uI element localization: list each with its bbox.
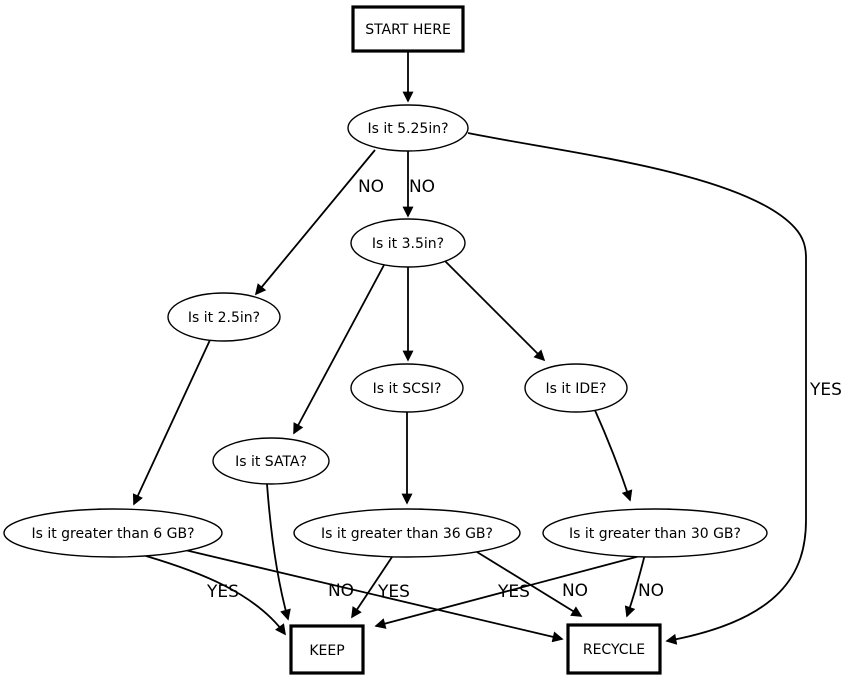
edge-35in-to-sata — [293, 264, 385, 435]
edge-25in-to-6gb — [132, 339, 211, 506]
edge-ide-to-30gb — [593, 407, 633, 502]
edge-36gb-to-recycle — [476, 551, 583, 617]
edge-label-yes-525in-recycle: YES — [809, 380, 842, 400]
edge-35in-to-ide — [443, 259, 546, 362]
edge-label-no-to-25in: NO — [358, 177, 384, 197]
node-gt-36gb-label: Is it greater than 36 GB? — [321, 526, 493, 542]
node-keep: KEEP — [289, 624, 365, 675]
edge-6gb-to-keep — [145, 555, 286, 636]
edge-label-yes-6gb-keep: YES — [206, 582, 239, 602]
edge-label-no-36gb-recycle: NO — [562, 581, 588, 601]
node-gt-30gb: Is it greater than 30 GB? — [542, 508, 768, 558]
node-is-ide: Is it IDE? — [524, 363, 628, 413]
node-recycle-label: RECYCLE — [583, 642, 645, 658]
edge-label-no-6gb-recycle: NO — [328, 581, 354, 601]
edge-sata-to-keep — [266, 483, 291, 621]
edge-30gb-to-keep — [374, 555, 641, 629]
node-gt-36gb: Is it greater than 36 GB? — [293, 508, 521, 558]
node-is-sata: Is it SATA? — [212, 437, 330, 485]
edge-6gb-to-recycle — [184, 549, 564, 643]
node-is-525in-label: Is it 5.25in? — [367, 121, 448, 137]
node-gt-6gb: Is it greater than 6 GB? — [3, 508, 223, 558]
node-is-scsi-label: Is it SCSI? — [373, 381, 442, 397]
edge-525in-to-recycle — [467, 132, 807, 645]
edge-label-no-to-35in: NO — [409, 177, 435, 197]
node-gt-6gb-label: Is it greater than 6 GB? — [31, 526, 194, 542]
edge-label-no-30gb-recycle: NO — [638, 581, 664, 601]
node-is-25in-label: Is it 2.5in? — [188, 310, 260, 326]
edge-label-yes-36gb-keep: YES — [377, 582, 410, 602]
node-is-sata-label: Is it SATA? — [235, 454, 307, 470]
edge-525in-to-25in — [254, 149, 376, 296]
edge-36gb-to-keep — [351, 556, 393, 619]
node-gt-30gb-label: Is it greater than 30 GB? — [569, 526, 741, 542]
node-start: START HERE — [351, 5, 465, 53]
node-recycle: RECYCLE — [566, 623, 662, 675]
edge-label-yes-30gb-keep: YES — [497, 582, 530, 602]
node-is-525in: Is it 5.25in? — [347, 104, 469, 152]
node-is-ide-label: Is it IDE? — [546, 381, 607, 397]
node-is-35in-label: Is it 3.5in? — [372, 236, 444, 252]
node-is-scsi: Is it SCSI? — [350, 363, 464, 413]
node-start-label: START HERE — [365, 22, 451, 38]
node-is-35in: Is it 3.5in? — [350, 218, 466, 268]
node-keep-label: KEEP — [309, 643, 344, 659]
edge-30gb-to-recycle — [624, 553, 646, 618]
node-is-25in: Is it 2.5in? — [167, 292, 281, 342]
